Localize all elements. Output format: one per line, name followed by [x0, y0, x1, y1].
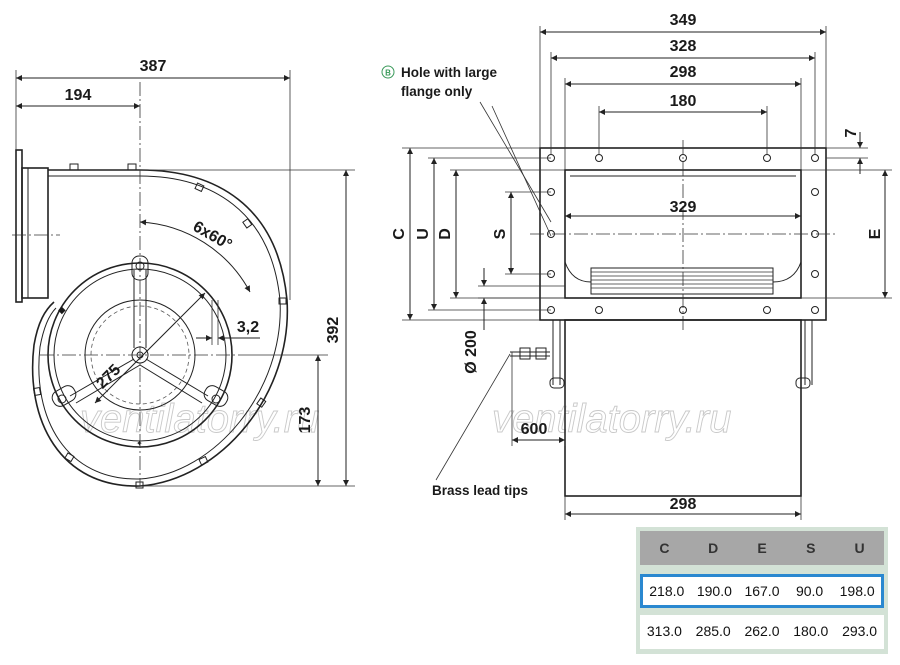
dim-329: 329	[670, 199, 697, 216]
table-header-e: E	[757, 540, 767, 556]
dim-298-bottom: 298	[670, 496, 697, 513]
table-header-d: D	[708, 540, 719, 556]
scroll-housing	[31, 169, 289, 487]
outlet-duct	[21, 167, 49, 299]
table-cell: 190.0	[696, 583, 732, 599]
table-row-highlighted: 218.0 190.0 167.0 90.0 198.0	[640, 574, 884, 608]
lead-wires	[510, 347, 550, 360]
dim-275: 275	[93, 361, 124, 392]
svg-text:◆: ◆	[58, 305, 66, 316]
label-C: C	[391, 228, 408, 240]
dim-173: 173	[297, 407, 314, 434]
table-header-row: C D E S U	[640, 531, 884, 565]
dim-194: 194	[65, 87, 92, 104]
table-header-c: C	[659, 540, 670, 556]
dim-180: 180	[670, 93, 697, 110]
dim-200: Ø 200	[463, 330, 480, 374]
table-header-u: U	[854, 540, 865, 556]
table-cell: 293.0	[842, 623, 878, 639]
table-cell: 218.0	[649, 583, 685, 599]
mounting-flange	[15, 149, 23, 303]
table-cell: 285.0	[695, 623, 731, 639]
watermark-left: ventilatorry.ru	[80, 397, 319, 441]
note-brass-lead-tips: Brass lead tips	[432, 483, 528, 498]
note-hole-line1: Hole with large	[401, 65, 498, 80]
table-row: 313.0 285.0 262.0 180.0 293.0	[640, 615, 884, 649]
table-cell: 180.0	[793, 623, 829, 639]
table-cell: 313.0	[646, 623, 682, 639]
note-marker-b	[381, 65, 395, 79]
table-cell: 198.0	[839, 583, 875, 599]
svg-text:✦: ✦	[136, 439, 143, 448]
dim-7: 7	[843, 128, 860, 137]
dim-298-top: 298	[670, 64, 697, 81]
table-cell: 167.0	[744, 583, 780, 599]
dimension-table: C D E S U 218.0 190.0 167.0 90.0 198.0 3…	[636, 527, 888, 654]
table-header-s: S	[806, 540, 816, 556]
label-S: S	[492, 228, 509, 239]
table-cell: 90.0	[795, 583, 824, 599]
table-cell: 262.0	[744, 623, 780, 639]
label-U: U	[415, 228, 432, 240]
watermark-right: ventilatorry.ru	[492, 397, 731, 441]
dim-349: 349	[670, 12, 697, 29]
label-E: E	[867, 228, 884, 239]
label-D: D	[437, 228, 454, 240]
front-view: 349 328 298 180 329 298 7 E C	[381, 12, 892, 520]
dim-3-2: 3,2	[237, 319, 259, 336]
note-hole-line2: flange only	[401, 84, 473, 99]
dim-600: 600	[521, 421, 548, 438]
note-marker-b-label: B	[385, 69, 391, 78]
dim-328: 328	[670, 38, 697, 55]
dim-387: 387	[140, 58, 167, 75]
dim-392: 392	[325, 317, 342, 344]
